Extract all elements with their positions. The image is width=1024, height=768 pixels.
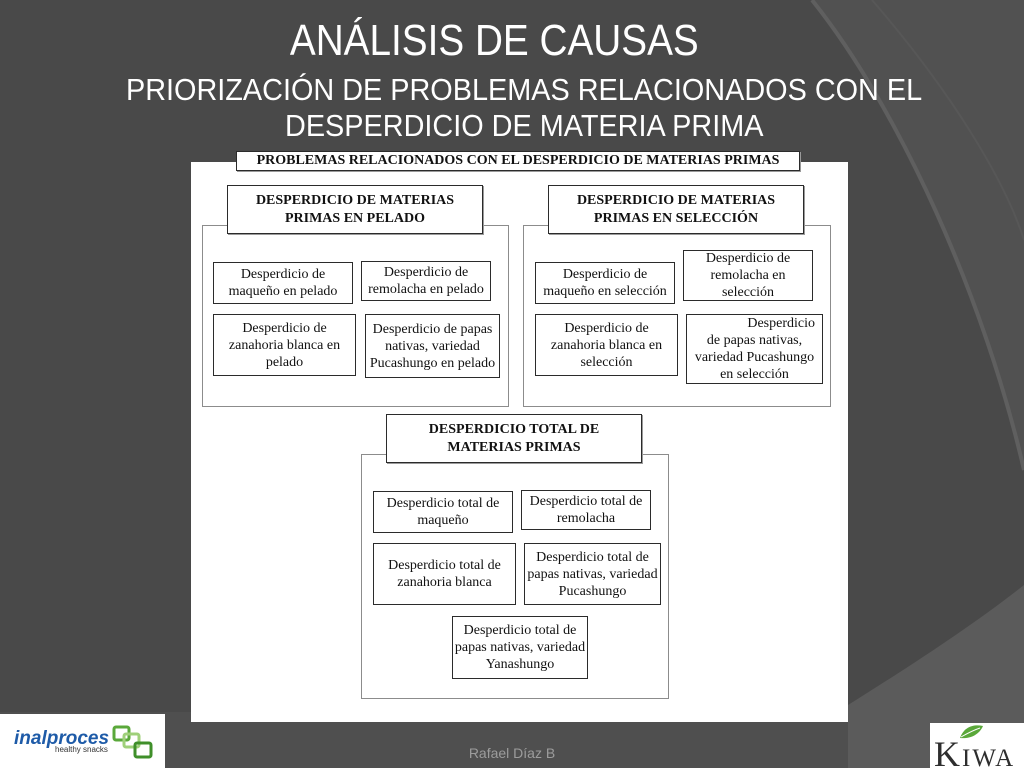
background-arc	[871, 0, 1024, 241]
problem-text-line: Desperdicio de	[564, 320, 649, 336]
inalproces-logo: inalproces healthy snacks	[0, 714, 165, 768]
group-title-box: DESPERDICIO TOTAL DE MATERIAS PRIMAS	[386, 414, 642, 463]
background-wedge	[848, 585, 1024, 768]
problem-text-line: maqueño en pelado	[228, 284, 338, 299]
problem-text-line: Desperdicio total de	[536, 549, 649, 565]
problem-text-line: en selección	[720, 367, 789, 382]
problem-text-line: zanahoria blanca	[397, 575, 492, 590]
background-arc	[810, 0, 1024, 471]
problem-text-line: maqueño	[417, 513, 469, 528]
problem-text-line: Desperdicio total de	[388, 558, 501, 573]
footer-author: Rafael Díaz B	[468, 745, 556, 761]
problem-zanahoria-seleccion: Desperdicio de zanahoria blanca en selec…	[535, 314, 678, 376]
inalproces-wordmark: inalproces	[14, 728, 110, 749]
problem-text-line: zanahoria blanca en	[550, 337, 663, 353]
inalproces-tagline: healthy snacks	[55, 745, 108, 754]
problem-text-line: Yanashungo	[485, 657, 555, 672]
problem-text-line: Pucashungo	[558, 583, 627, 599]
diagram-header: PROBLEMAS RELACIONADOS CON EL DESPERDICI…	[256, 153, 780, 168]
group-title-line: DESPERDICIO TOTAL DE	[428, 421, 600, 437]
group-title-line: PRIMAS EN SELECCIÓN	[593, 210, 759, 226]
problem-text-line: Desperdicio de	[240, 267, 326, 282]
problem-text-line: Desperdicio total de	[386, 496, 500, 511]
problem-total-remolacha: Desperdicio total de remolacha	[521, 490, 651, 530]
subtitle-line: PRIORIZACIÓN DE PROBLEMAS RELACIONADOS C…	[125, 72, 923, 107]
leaf-icon	[960, 725, 983, 739]
problem-text-line: zanahoria blanca en	[228, 337, 341, 353]
problem-text-line: Desperdicio de	[383, 265, 469, 280]
page-title-text: ANÁLISIS DE CAUSAS	[289, 16, 699, 65]
problem-text-line: Desperdicio	[747, 316, 815, 331]
group-title-box: DESPERDICIO DE MATERIAS PRIMAS EN SELECC…	[548, 185, 804, 234]
page-subtitle: PRIORIZACIÓN DE PROBLEMAS RELACIONADOS C…	[74, 72, 974, 144]
problem-text-line: variedad Pucashungo	[694, 350, 815, 365]
subtitle-line: DESPERDICIO DE MATERIA PRIMA	[284, 108, 764, 143]
problem-text-line: Desperdicio de	[705, 251, 791, 266]
problem-total-papas-pucashungo: Desperdicio total de papas nativas, vari…	[524, 543, 661, 605]
problem-total-maqueno: Desperdicio total de maqueño	[373, 491, 513, 533]
problem-text-line: remolacha	[556, 511, 616, 526]
problem-text-line: papas nativas, variedad	[527, 566, 658, 582]
problem-text-line: selección	[580, 354, 633, 370]
problem-text-line: pelado	[265, 354, 304, 370]
diagram-panel: PROBLEMAS RELACIONADOS CON EL DESPERDICI…	[191, 151, 848, 722]
problem-total-zanahoria: Desperdicio total de zanahoria blanca	[373, 543, 516, 605]
problem-remolacha-seleccion: Desperdicio de remolacha en selección	[683, 250, 813, 301]
page-title: ANÁLISIS DE CAUSAS	[194, 16, 794, 66]
problem-text-line: Desperdicio de	[562, 267, 648, 282]
problem-zanahoria-pelado: Desperdicio de zanahoria blanca en pelad…	[213, 314, 356, 376]
problem-papas-pucashungo-pelado: Desperdicio de papas nativas, variedad P…	[365, 314, 500, 378]
problem-remolacha-pelado: Desperdicio de remolacha en pelado	[361, 261, 491, 301]
problem-text-line: de papas nativas,	[706, 333, 803, 348]
group-title-line: PRIMAS EN PELADO	[284, 210, 425, 226]
problem-text-line: remolacha en pelado	[368, 282, 484, 297]
problem-text-line: Desperdicio total de	[529, 494, 643, 509]
problem-text-line: maqueño en selección	[543, 284, 667, 299]
group-title-line: MATERIAS PRIMAS	[447, 439, 581, 455]
problem-maqueno-pelado: Desperdicio de maqueño en pelado	[213, 262, 353, 304]
kiwa-logo: Kiwa	[930, 723, 1024, 768]
problem-text-line: papas nativas, variedad	[454, 640, 586, 655]
problem-text-line: Desperdicio de papas	[372, 321, 493, 337]
problem-total-papas-yanashungo: Desperdicio total de papas nativas, vari…	[452, 616, 588, 679]
problem-papas-pucashungo-seleccion: Desperdicio de papas nativas, variedad P…	[686, 314, 823, 384]
problem-maqueno-seleccion: Desperdicio de maqueño en selección	[535, 262, 675, 304]
group-title-box: DESPERDICIO DE MATERIAS PRIMAS EN PELADO	[227, 185, 483, 234]
group-title-line: DESPERDICIO DE MATERIAS	[576, 192, 776, 208]
problem-text-line: Pucashungo en pelado	[369, 355, 496, 371]
problem-text-line: nativas, variedad	[385, 338, 480, 354]
problem-text-line: Desperdicio total de	[463, 623, 577, 638]
group-title-line: DESPERDICIO DE MATERIAS	[255, 192, 455, 208]
kiwa-wordmark: Kiwa	[934, 734, 1016, 768]
problem-text-line: selección	[721, 285, 775, 300]
interlocking-squares-icon	[112, 725, 153, 759]
problem-text-line: remolacha en	[710, 268, 786, 283]
background-arc	[812, 0, 1024, 470]
diagram-header-box: PROBLEMAS RELACIONADOS CON EL DESPERDICI…	[236, 151, 800, 171]
problem-text-line: Desperdicio de	[242, 320, 327, 336]
